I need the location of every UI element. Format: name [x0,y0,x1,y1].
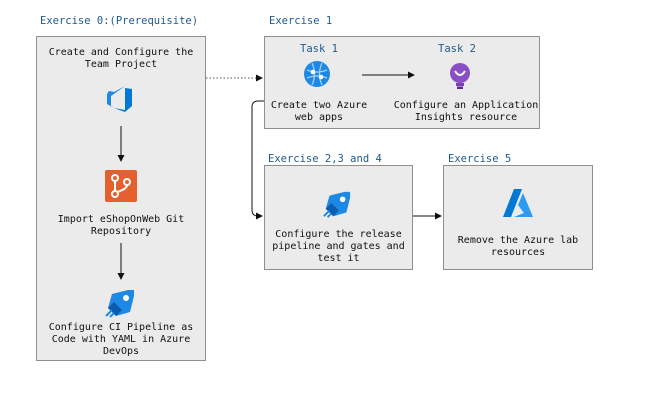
exercise-1-heading: Exercise 1 [269,15,333,27]
exercise-234-heading: Exercise 2,3 and 4 [268,153,382,165]
application-insights-icon [450,63,470,89]
arrow-ex1-to-ex234 [251,100,264,220]
azure-logo-icon [503,189,533,217]
create-team-project-text: Create and Configure the Team Project [48,47,194,70]
azure-repos-icon [105,170,137,202]
configure-ci-text: Configure CI Pipeline as Code with YAML … [48,322,194,357]
remove-resources-text: Remove the Azure lab resources [457,235,579,258]
exercise-234-box [264,165,413,270]
task-2-label: Task 2 [438,43,476,55]
exercise-0-heading: Exercise 0:(Prerequisite) [40,15,199,27]
azure-pipelines-icon [105,290,134,318]
import-repo-text: Import eShopOnWeb Git Repository [57,214,185,237]
azure-pipelines-release-icon [323,191,351,218]
task-1-label: Task 1 [300,43,338,55]
exercise-5-box [443,165,593,270]
azure-devops-icon [107,86,132,112]
configure-release-text: Configure the release pipeline and gates… [272,229,405,264]
create-web-apps-text: Create two Azure web apps [270,100,368,123]
exercise-5-heading: Exercise 5 [448,153,512,165]
azure-app-service-icon [304,61,330,87]
configure-insights-text: Configure an Application Insights resour… [393,100,539,123]
